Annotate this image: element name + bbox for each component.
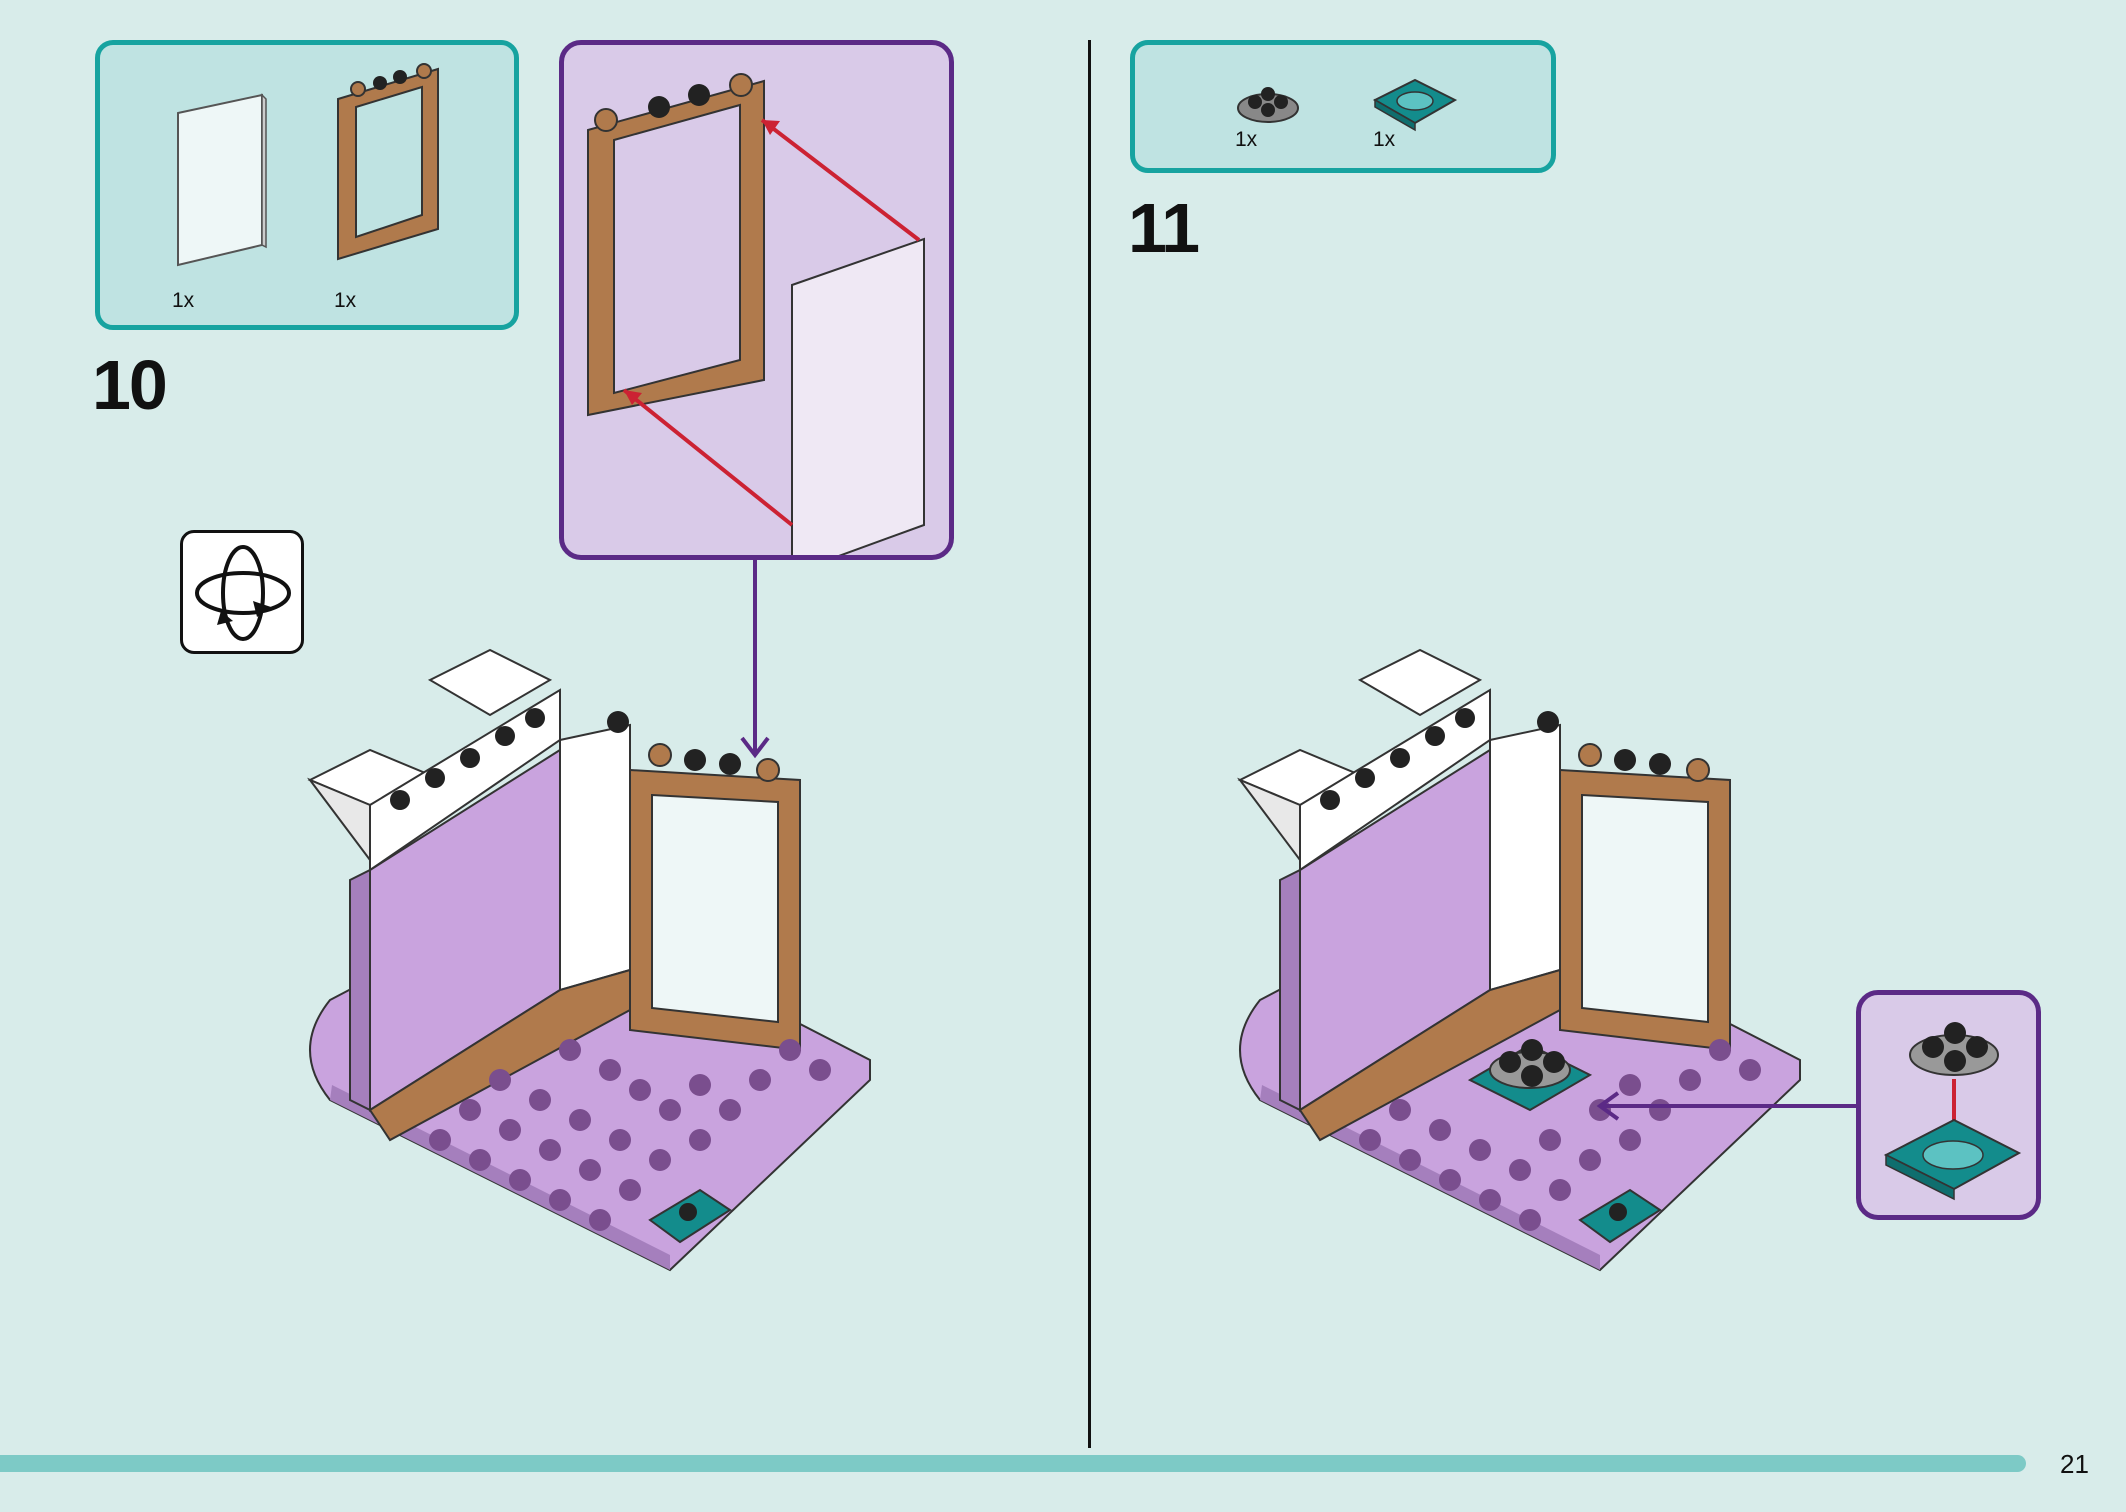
step10-model-illustration (307, 648, 871, 1272)
qty-label: 1x (172, 289, 195, 312)
step11-callout (1856, 990, 2041, 1220)
page-divider (1088, 40, 1091, 1448)
door-frame-part (337, 63, 439, 261)
rotate-model-icon (180, 530, 304, 654)
dark-round-plate-part (1237, 87, 1299, 123)
callout-connector-arrow (1596, 1091, 1858, 1121)
step11-parts-box: 1x 1x (1130, 40, 1556, 173)
glass-pane-part (177, 93, 267, 267)
qty-label: 1x (1373, 128, 1396, 151)
door-frame-callout-illustration (587, 73, 925, 555)
qty-label: 1x (334, 289, 357, 312)
page-number: 21 (2060, 1449, 2089, 1479)
step10-parts-box: 1x 1x (95, 40, 519, 330)
step-number: 10 (92, 346, 168, 424)
teal-turntable-part (1372, 78, 1458, 132)
callout-connector-arrow (740, 560, 770, 759)
qty-label: 1x (1235, 128, 1258, 151)
step10-callout (559, 40, 954, 560)
step11-model-illustration (1237, 648, 1801, 1272)
footer-bar (0, 1455, 2026, 1472)
step-number: 11 (1128, 189, 1200, 267)
turntable-callout-illustration (1883, 1022, 2022, 1201)
